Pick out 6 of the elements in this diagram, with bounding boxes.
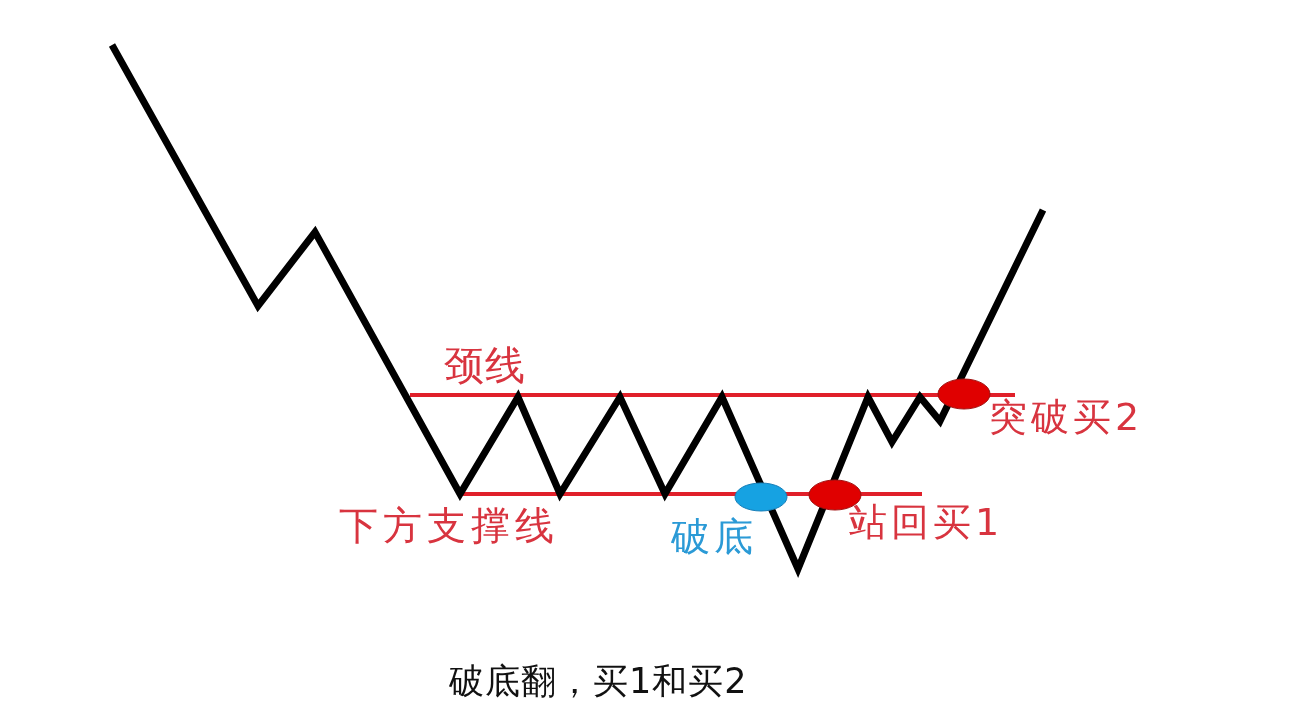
point-label: 破底 [671, 517, 757, 556]
point-label: 突破买2 [989, 398, 1144, 436]
point-label: 站回买1 [849, 503, 1004, 541]
caption: 破底翻，买1和买2 [449, 664, 748, 699]
line-label: 颈线 [444, 345, 526, 385]
line-label: 下方支撑线 [339, 506, 559, 545]
